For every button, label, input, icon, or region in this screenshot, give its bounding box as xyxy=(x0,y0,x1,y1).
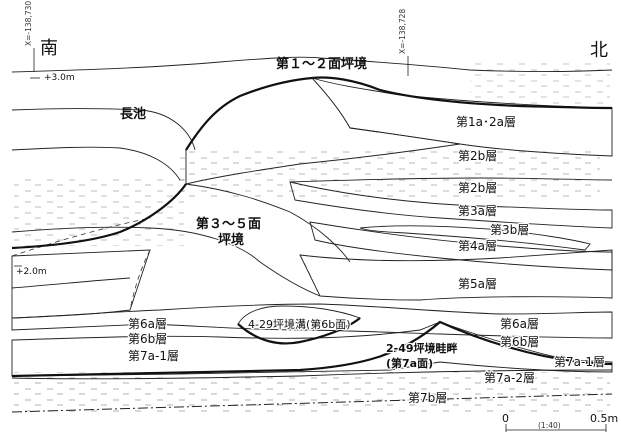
grid-label-left: X=-138,730 xyxy=(24,1,33,46)
title-surface-3-5-line1: 第３～５面 xyxy=(196,216,261,232)
surface-1-2-boundary xyxy=(185,76,613,151)
layer-label-7b: 第7b層 xyxy=(408,391,447,405)
boundary-f xyxy=(11,277,131,289)
title-surface-3-5-line2: 坪境 xyxy=(218,232,244,248)
direction-north: 北 xyxy=(590,40,608,61)
direction-south: 南 xyxy=(40,38,58,59)
layer-label-7a2: 第7a-2層 xyxy=(484,371,535,385)
scale-ratio: (1:40) xyxy=(538,421,561,430)
scale-bar: 0 0.5m (1:40) xyxy=(502,412,618,432)
layer-label-3b: 第3b層 xyxy=(490,223,529,237)
layer-label-3a: 第3a層 xyxy=(458,204,497,218)
label-pond: 長池 xyxy=(120,106,146,122)
layer-4a-fill xyxy=(309,221,613,271)
scale-end: 0.5m xyxy=(590,412,618,425)
silt-hatch-4 xyxy=(470,60,610,104)
layer-label-6a-left: 第6a層 xyxy=(128,317,167,331)
elevation-upper: +3.0m xyxy=(44,73,75,83)
boundary-e xyxy=(11,226,321,297)
layer-label-6b-left: 第6b層 xyxy=(128,332,167,346)
layer-left-light-fill xyxy=(11,249,151,319)
ground-surface-line xyxy=(11,56,613,73)
surface-7a-boundary xyxy=(11,320,613,378)
base-reference-line xyxy=(11,393,613,413)
boundary-d xyxy=(185,183,351,263)
boundary-g xyxy=(11,369,613,380)
layer-label-5a: 第5a層 xyxy=(458,277,497,291)
inferred-boundary-left xyxy=(129,249,151,311)
silt-hatch-1 xyxy=(180,150,600,200)
layer-label-7a1-right: 第7a-1層 xyxy=(554,355,605,369)
silt-hatch-2 xyxy=(14,176,184,246)
feature-ridge-2-49: 2-49坪境畦畔 xyxy=(386,341,458,355)
inferred-boundary-top xyxy=(11,217,151,257)
layer-label-2b-lower: 第2b層 xyxy=(458,181,497,195)
layer-5a-fill xyxy=(299,249,613,301)
layer-label-1a2a: 第1a･2a層 xyxy=(456,115,516,129)
surface-3-5-boundary xyxy=(11,183,187,250)
grid-label-right: X=-138,728 xyxy=(398,9,407,54)
layer-label-6b-right: 第6b層 xyxy=(500,335,539,349)
boundary-c xyxy=(289,177,613,183)
layer-3b-sand-fill xyxy=(359,225,591,251)
title-surface-1-2: 第１～２面坪境 xyxy=(276,56,367,72)
feature-ridge-surface-7a: (第7a面) xyxy=(386,356,433,370)
elevation-lower: +2.0m xyxy=(16,267,47,277)
feature-ditch-4-29: 4-29坪境溝(第6b面) xyxy=(248,317,351,331)
layer-label-7a1-left: 第7a-1層 xyxy=(128,349,179,363)
layer-label-4a: 第4a層 xyxy=(458,239,497,253)
layer-label-2b-upper: 第2b層 xyxy=(458,149,497,163)
boundary-b xyxy=(11,146,181,181)
inferred-boundary-center xyxy=(299,254,321,297)
boundary-a xyxy=(11,108,196,151)
layer-label-6a-right: 第6a層 xyxy=(500,317,539,331)
layer-7a1-fill xyxy=(11,321,613,377)
layer-3a-fill xyxy=(289,181,613,229)
scale-zero: 0 xyxy=(502,412,509,425)
layer-6a-fill xyxy=(11,303,613,339)
surface-6b-boundary xyxy=(237,317,361,345)
